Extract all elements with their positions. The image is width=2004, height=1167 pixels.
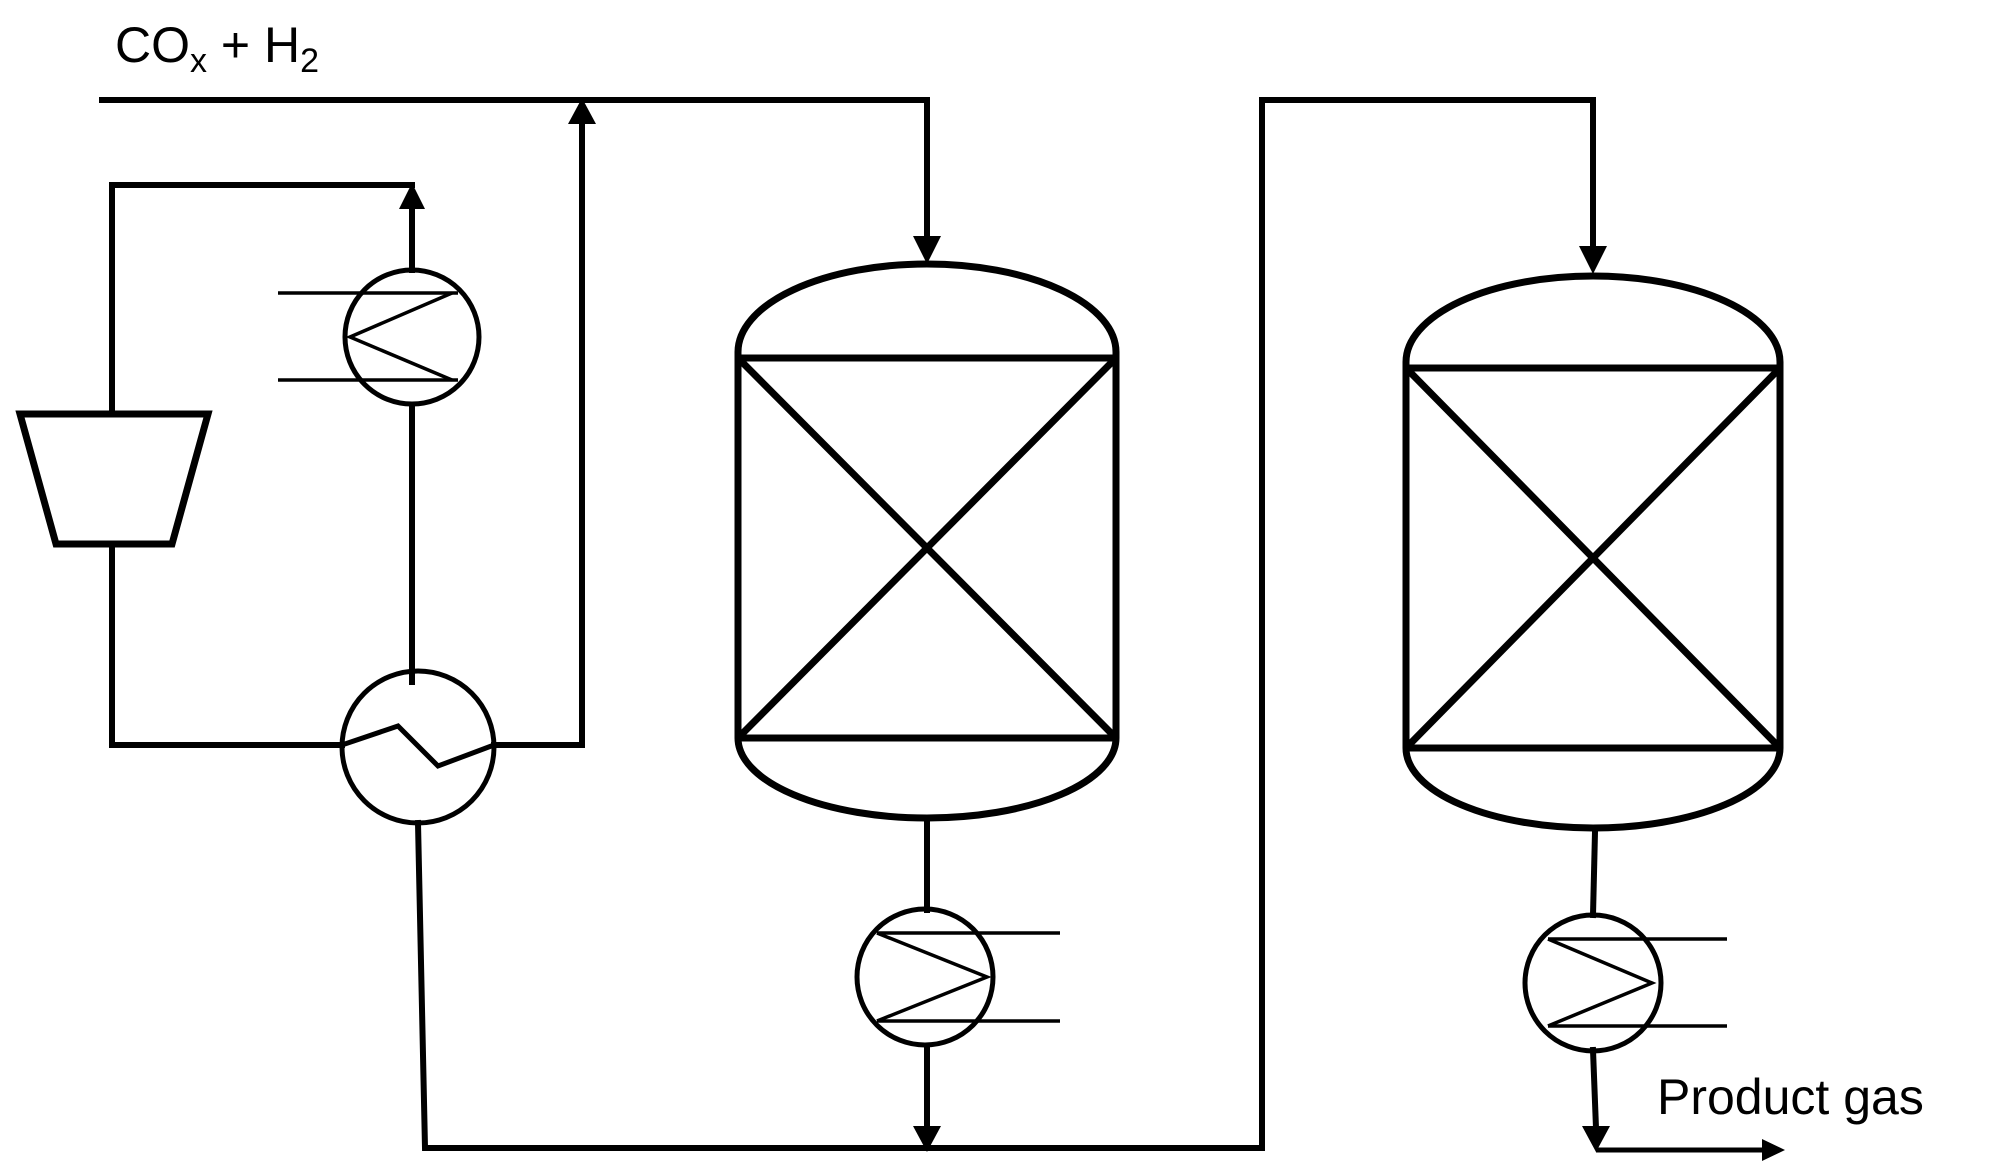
- compressor: [15, 410, 213, 548]
- cooler-2: [1522, 912, 1727, 1054]
- feed-effluent-heat-exchanger: [338, 668, 498, 826]
- feed-label-co: CO: [115, 17, 190, 73]
- reactor-2: [1402, 272, 1784, 832]
- preheat-return-line: [491, 98, 596, 748]
- product-gas-label: Product gas: [1657, 1069, 1924, 1125]
- reactor-2-outlet: [1582, 828, 1610, 1152]
- cooler-1: [854, 906, 1060, 1048]
- reactor-1-outlet: [913, 817, 941, 1152]
- product-gas-line: [1596, 1139, 1785, 1161]
- feed-label-h: + H: [207, 17, 301, 73]
- feed-label: COx + H2: [115, 20, 319, 78]
- feed-label-x: x: [190, 42, 207, 80]
- interstage-line: [414, 97, 1607, 1151]
- feed-label-2: 2: [300, 42, 320, 80]
- feed-line: [99, 97, 941, 264]
- heat-exchanger-top: [278, 267, 482, 407]
- reactor-1: [734, 260, 1120, 822]
- compressor-loop: [109, 182, 425, 748]
